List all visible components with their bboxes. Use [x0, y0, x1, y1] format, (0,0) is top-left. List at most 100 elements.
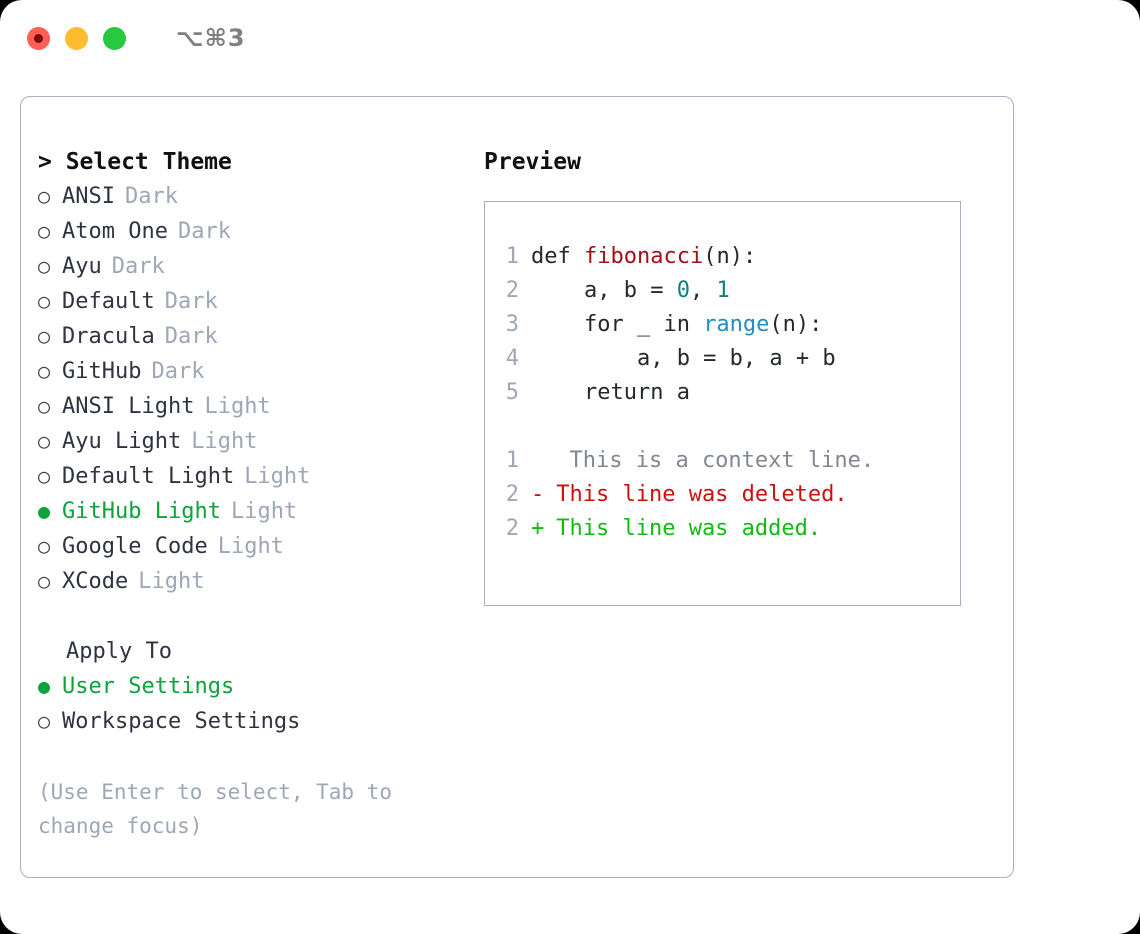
- theme-option-github-light[interactable]: ● GitHub Light Light: [38, 494, 481, 529]
- code-token: (n):: [769, 312, 823, 337]
- diff-sample: 1 This is a context line.2- This line wa…: [497, 444, 960, 546]
- radio-unselected-icon: ○: [38, 394, 51, 418]
- theme-option-tag: Light: [217, 534, 284, 559]
- theme-option-tag: Light: [244, 464, 311, 489]
- code-token: def: [531, 244, 584, 269]
- apply-to-option-user-settings[interactable]: ● User Settings: [38, 669, 481, 704]
- theme-option-tag: Dark: [124, 184, 178, 209]
- theme-option-label: Ayu: [62, 254, 102, 279]
- traffic-lights: [27, 26, 126, 50]
- theme-option-label: Atom One: [62, 219, 168, 244]
- theme-option-tag: Light: [191, 429, 258, 454]
- close-button[interactable]: [27, 26, 50, 50]
- diff-text: This line was added.: [543, 516, 822, 541]
- code-line: 2 a, b = 0, 1: [497, 274, 960, 308]
- theme-option-ayu-light[interactable]: ○ Ayu Light Light: [38, 424, 481, 459]
- diff-text: This line was deleted.: [543, 482, 848, 507]
- code-token: a, b =: [531, 278, 677, 303]
- diff-marker: [531, 444, 543, 478]
- code-token: (n):: [703, 244, 757, 269]
- radio-unselected-icon: ○: [38, 289, 51, 313]
- apply-to-section: Apply To ●User Settings○Workspace Settin…: [38, 635, 481, 739]
- code-line: 3 for _ in range(n):: [497, 308, 960, 342]
- radio-unselected-icon: ○: [38, 359, 51, 383]
- line-number: 2: [505, 516, 519, 541]
- apply-to-option-label: User Settings: [62, 674, 235, 699]
- radio-unselected-icon: ○: [38, 534, 51, 558]
- theme-option-tag: Light: [230, 499, 298, 524]
- line-number: 2: [505, 278, 519, 303]
- theme-option-dracula[interactable]: ○ Dracula Dark: [38, 319, 481, 354]
- radio-unselected-icon: ○: [38, 709, 51, 733]
- theme-option-label: Google Code: [62, 534, 208, 559]
- theme-option-tag: Dark: [164, 289, 218, 314]
- radio-unselected-icon: ○: [38, 254, 51, 278]
- radio-selected-icon: ●: [38, 674, 51, 698]
- radio-unselected-icon: ○: [38, 324, 51, 348]
- keyboard-hint-text: (Use Enter to select, Tab to change focu…: [38, 780, 393, 838]
- code-token: for _ in: [531, 312, 704, 337]
- theme-option-tag: Dark: [177, 219, 231, 244]
- theme-option-ansi-light[interactable]: ○ ANSI Light Light: [38, 389, 481, 424]
- theme-option-default[interactable]: ○ Default Dark: [38, 284, 481, 319]
- theme-option-label: GitHub Light: [62, 499, 221, 524]
- code-token: return a: [531, 380, 690, 405]
- theme-option-tag: Dark: [111, 254, 165, 279]
- apply-to-option-label: Workspace Settings: [62, 709, 301, 734]
- theme-option-label: Dracula: [62, 324, 155, 349]
- code-line: 4 a, b = b, a + b: [497, 342, 960, 376]
- diff-text: This is a context line.: [543, 448, 875, 473]
- theme-option-xcode[interactable]: ○ XCode Light: [38, 564, 481, 599]
- code-token: ,: [689, 278, 717, 303]
- radio-unselected-icon: ○: [38, 569, 51, 593]
- code-line: 1 def fibonacci(n):: [497, 240, 960, 274]
- theme-option-label: GitHub: [62, 359, 142, 384]
- theme-option-tag: Light: [204, 394, 271, 419]
- theme-option-label: XCode: [62, 569, 129, 594]
- theme-option-atom-one[interactable]: ○ Atom One Dark: [38, 214, 481, 249]
- line-number: 3: [505, 312, 519, 337]
- theme-option-label: Ayu Light: [62, 429, 182, 454]
- diff-marker: +: [531, 516, 545, 541]
- apply-to-option-workspace-settings[interactable]: ○ Workspace Settings: [38, 704, 481, 739]
- theme-option-tag: Light: [138, 569, 205, 594]
- theme-option-github[interactable]: ○ GitHub Dark: [38, 354, 481, 389]
- line-number: 1: [505, 244, 519, 269]
- theme-option-tag: Dark: [164, 324, 218, 349]
- maximize-button[interactable]: [103, 26, 126, 50]
- theme-option-google-code[interactable]: ○ Google Code Light: [38, 529, 481, 564]
- theme-option-label: Default: [62, 289, 155, 314]
- theme-option-ayu[interactable]: ○ Ayu Dark: [38, 249, 481, 284]
- minimize-button[interactable]: [65, 26, 88, 50]
- theme-option-label: ANSI Light: [62, 394, 195, 419]
- diff-line-del: 2- This line was deleted.: [497, 478, 960, 512]
- apply-to-list[interactable]: ● User Settings ○ Workspace Settings: [38, 669, 481, 739]
- diff-line-add: 2 + This line was added.: [497, 512, 960, 546]
- theme-option-label: ANSI: [62, 184, 115, 209]
- theme-option-tag: Dark: [151, 359, 205, 384]
- line-number: 2: [505, 482, 519, 507]
- code-token: a, b = b, a + b: [531, 346, 836, 371]
- radio-unselected-icon: ○: [38, 464, 51, 488]
- keyboard-shortcut-label: ⌥⌘3: [176, 24, 246, 52]
- code-token: 1: [716, 278, 730, 303]
- radio-selected-icon: ●: [38, 499, 51, 523]
- spacer: [497, 410, 960, 444]
- select-theme-heading: > Select Theme: [38, 149, 232, 175]
- code-line: 5 return a: [497, 376, 960, 410]
- diff-marker: -: [531, 482, 545, 507]
- code-token: fibonacci: [583, 244, 704, 269]
- radio-unselected-icon: ○: [38, 429, 51, 453]
- theme-option-default-light[interactable]: ○ Default Light Light: [38, 459, 481, 494]
- preview-heading: Preview: [484, 149, 581, 175]
- theme-option-label: Default Light: [62, 464, 235, 489]
- radio-unselected-icon: ○: [38, 219, 51, 243]
